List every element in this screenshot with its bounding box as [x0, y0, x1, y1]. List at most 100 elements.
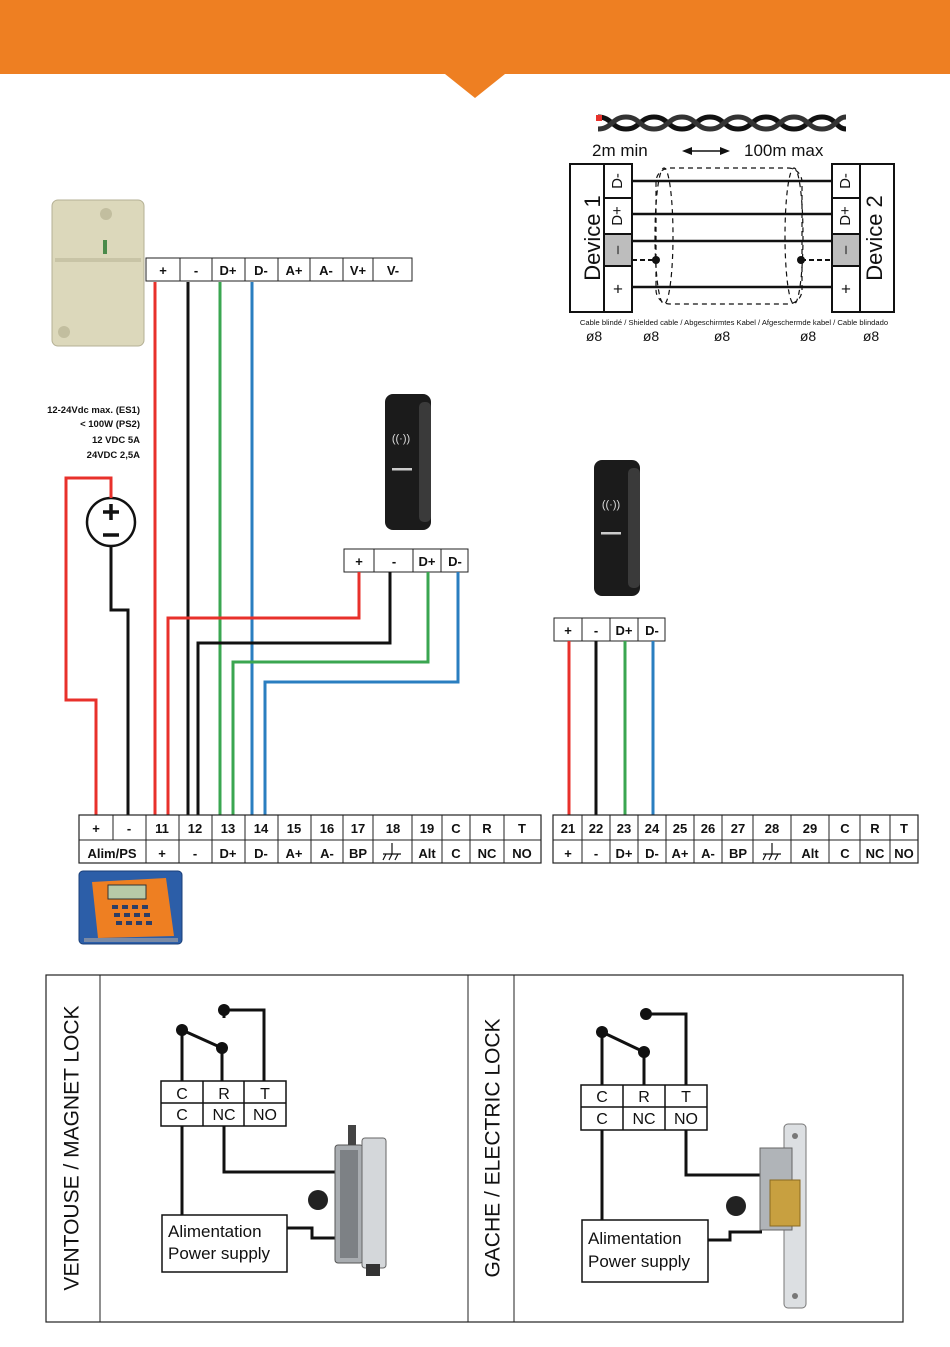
module-terminal-label: D+: [220, 263, 237, 278]
wire-green: [231, 572, 430, 815]
relay-label: C: [596, 1111, 608, 1128]
terminal-number: -: [127, 821, 131, 836]
relay-label: C: [176, 1086, 188, 1103]
terminal-function: NC: [478, 846, 497, 861]
controller-image: [78, 870, 183, 945]
cable-min-length: 2m min: [592, 141, 648, 160]
module-terminal-label: A-: [319, 263, 333, 278]
device-1-pin: +: [613, 279, 623, 298]
diameter-label: ø8: [643, 328, 660, 344]
terminal-number: 11: [155, 821, 169, 836]
wires: [64, 282, 655, 815]
reader-1-terminal-label: D+: [419, 554, 436, 569]
svg-text:((·)): ((·)): [392, 433, 410, 445]
cable-max-length: 100m max: [744, 141, 824, 160]
device-1-pin: D-: [609, 173, 626, 189]
relay-label: T: [260, 1086, 270, 1103]
terminal-number: 17: [351, 821, 365, 836]
terminal-function: +: [564, 846, 572, 861]
wire-blue: [263, 572, 460, 815]
terminal-function: -: [594, 846, 598, 861]
magnet-lock-title: VENTOUSE / MAGNET LOCK: [61, 1005, 84, 1290]
terminal-number: T: [900, 821, 908, 836]
terminal-number: 12: [188, 821, 202, 836]
terminal-number: 19: [420, 821, 434, 836]
relay-label: C: [176, 1107, 188, 1124]
reader-1-terminal-label: D-: [448, 554, 462, 569]
terminal-function: D-: [645, 846, 659, 861]
terminal-function: Alt: [801, 846, 819, 861]
power-spec-line: 12-24Vdc max. (ES1): [47, 405, 140, 416]
module-terminal-label: D-: [254, 263, 268, 278]
diameter-label: ø8: [800, 328, 817, 344]
terminal-function: +: [158, 846, 166, 861]
terminal-function: A-: [701, 846, 715, 861]
power-specs: 12-24Vdc max. (ES1) < 100W (PS2) 12 VDC …: [47, 405, 140, 461]
device-1-pin: –: [609, 245, 626, 254]
terminal-function: BP: [729, 846, 747, 861]
reader-1-terminal-strip: + - D+ D-: [343, 548, 469, 573]
device-1-label: Device 1: [580, 195, 605, 281]
terminal-number: R: [870, 821, 880, 836]
relay-label: NO: [674, 1111, 698, 1128]
terminal-function: D-: [254, 846, 268, 861]
terminal-number: +: [92, 821, 100, 836]
ground-icon: [762, 843, 781, 861]
relay-label: C: [596, 1089, 608, 1106]
terminal-function: A+: [286, 846, 303, 861]
terminal-number: C: [840, 821, 850, 836]
terminal-number: 26: [701, 821, 715, 836]
device-1-pin: D+: [609, 206, 626, 226]
relay-label: NC: [212, 1107, 235, 1124]
module-terminal-label: -: [194, 263, 198, 278]
power-supply-label: Alimentation: [168, 1222, 262, 1241]
wire-black: [196, 572, 392, 815]
module-device-image: [51, 199, 145, 347]
terminal-function: -: [193, 846, 197, 861]
terminal-function: D+: [220, 846, 237, 861]
wire-black: [109, 546, 130, 815]
terminal-number: 13: [221, 821, 235, 836]
header-banner: [0, 0, 950, 98]
terminal-number: 14: [254, 821, 269, 836]
device-2-pin: +: [841, 279, 851, 298]
terminal-number: 22: [589, 821, 603, 836]
ground-icon: [382, 843, 401, 861]
terminal-number: 27: [731, 821, 745, 836]
terminal-function: Alim/PS: [87, 846, 136, 861]
diameter-label: ø8: [586, 328, 603, 344]
reader-2-terminal-label: -: [594, 623, 598, 638]
electric-lock-title: GACHE / ELECTRIC LOCK: [482, 1018, 505, 1277]
terminal-number: 25: [673, 821, 687, 836]
terminal-function: C: [451, 846, 461, 861]
device-2-pin: D-: [837, 173, 854, 189]
terminal-function: NO: [894, 846, 914, 861]
power-supply-symbol: [85, 496, 137, 548]
power-supply-label: Alimentation: [588, 1229, 682, 1248]
lock-panels: VENTOUSE / MAGNET LOCK GACHE / ELECTRIC …: [45, 974, 904, 1323]
terminal-number: C: [451, 821, 461, 836]
electric-lock-schematic: C R T C NC NO Alimentation Power supply: [580, 1008, 807, 1309]
diameter-label: ø8: [863, 328, 880, 344]
terminal-number: 28: [765, 821, 779, 836]
module-terminal-label: V-: [387, 263, 399, 278]
reader-2-terminal-label: +: [564, 623, 572, 638]
svg-text:((·)): ((·)): [602, 499, 620, 511]
terminal-block-right: 21 22 23 24 25 26 27 28 29 C R T + - D+ …: [552, 814, 919, 864]
terminal-number: 18: [386, 821, 400, 836]
terminal-function: D+: [616, 846, 633, 861]
relay-label: R: [638, 1089, 650, 1106]
relay-label: NC: [632, 1111, 655, 1128]
twisted-cable-image: [596, 114, 847, 132]
power-spec-line: 24VDC 2,5A: [87, 450, 140, 461]
wire-red: [64, 476, 113, 815]
device-2-pin: –: [837, 245, 854, 254]
terminal-number: 29: [803, 821, 817, 836]
relay-label: NO: [253, 1107, 277, 1124]
magnet-lock-schematic: C R T C NC NO Alimentation Power supply: [160, 1004, 387, 1276]
reader-2-terminal-label: D+: [616, 623, 633, 638]
reader-1-image: ((·)): [385, 394, 431, 530]
terminal-function: A-: [320, 846, 334, 861]
wire-red: [166, 572, 361, 815]
